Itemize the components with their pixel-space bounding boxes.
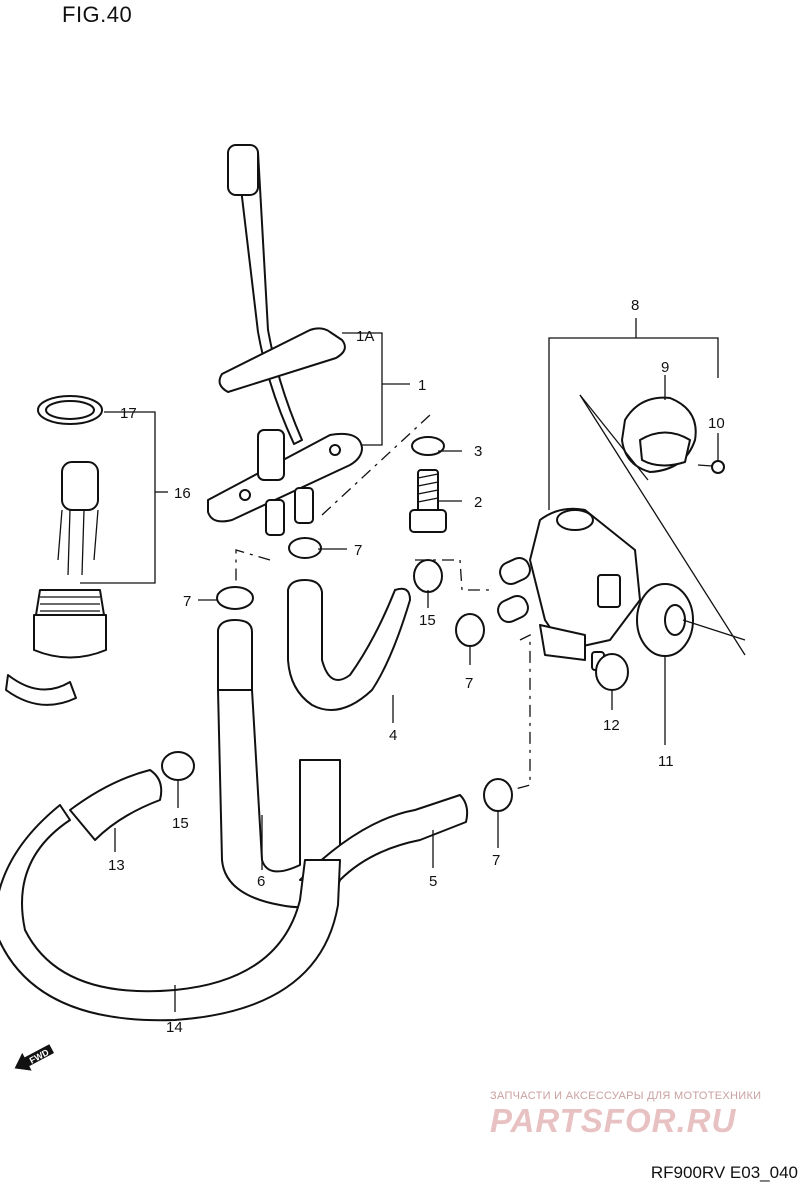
label-7-left: 7 — [183, 593, 191, 610]
fuel-hoses — [0, 579, 469, 1022]
label-15-mid: 15 — [419, 612, 436, 629]
label-10: 10 — [708, 415, 725, 432]
figure-code: RF900RV E03_040 — [650, 1163, 798, 1182]
figure-title: FIG.40 — [62, 2, 133, 27]
label-9: 9 — [661, 359, 669, 376]
label-7-top: 7 — [354, 542, 362, 559]
label-7-mid: 7 — [465, 675, 473, 692]
label-6: 6 — [257, 873, 265, 890]
fuel-sensor-assembly — [5, 395, 107, 706]
label-11: 11 — [658, 753, 674, 770]
hose-clamps — [161, 537, 513, 812]
bolt-and-washer — [409, 436, 447, 533]
fwd-arrow-icon: FWD — [14, 1044, 55, 1071]
label-5: 5 — [429, 873, 437, 890]
fuel-pickup-assembly — [207, 144, 363, 536]
dashed-assembly-lines — [235, 414, 531, 791]
label-15-left: 15 — [172, 815, 189, 832]
watermark-logo: PARTSFOR.RU — [490, 1102, 737, 1139]
label-8: 8 — [631, 297, 639, 314]
label-16: 16 — [174, 485, 191, 502]
watermark-subtitle: ЗАПЧАСТИ И АКСЕССУАРЫ ДЛЯ МОТОТЕХНИКИ — [490, 1090, 762, 1102]
label-7-bottom: 7 — [492, 852, 500, 869]
label-1a: 1A — [356, 328, 374, 345]
label-1: 1 — [418, 377, 426, 394]
label-14: 14 — [166, 1019, 183, 1036]
label-3: 3 — [474, 443, 482, 460]
fuel-cock-assembly — [497, 396, 725, 691]
label-17: 17 — [120, 405, 137, 422]
leader-lines — [80, 318, 746, 1012]
label-4: 4 — [389, 727, 397, 744]
label-2: 2 — [474, 494, 482, 511]
label-12: 12 — [603, 717, 620, 734]
part-labels: 1A 1 3 2 7 7 17 16 8 9 10 15 7 12 11 4 1… — [108, 297, 725, 1036]
label-13: 13 — [108, 857, 125, 874]
